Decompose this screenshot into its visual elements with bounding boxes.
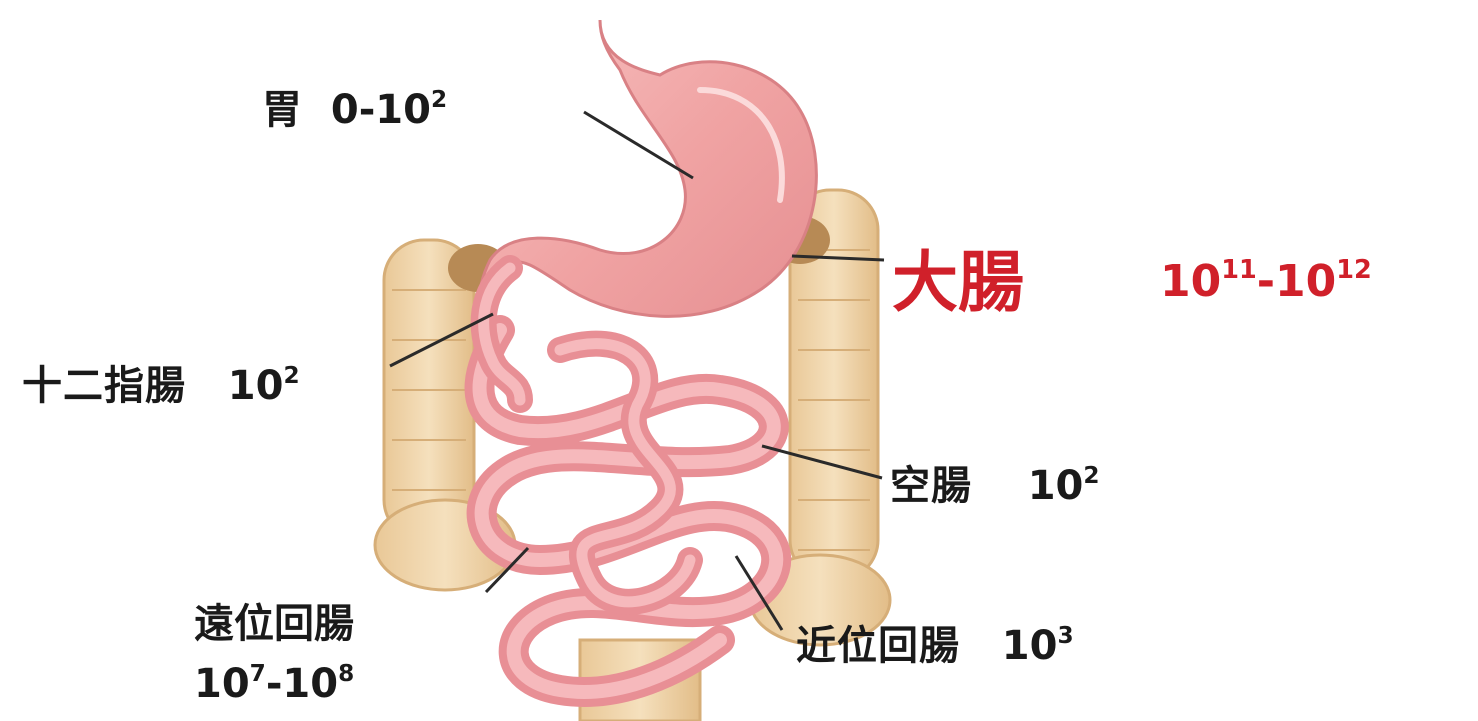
label-proximal-ileum-name: 近位回腸 bbox=[796, 623, 960, 669]
label-stomach-value: 0-102 bbox=[331, 87, 447, 133]
label-proximal-ileum-value: 103 bbox=[1002, 623, 1074, 669]
label-large-intestine-name: 大腸 bbox=[892, 250, 1024, 316]
label-jejunum-value: 102 bbox=[1028, 463, 1100, 509]
label-duodenum-name: 十二指腸 bbox=[22, 363, 186, 409]
label-distal-ileum-name: 遠位回腸 bbox=[194, 604, 354, 644]
label-large-intestine-value: 1011-1012 bbox=[1160, 260, 1372, 304]
stomach-shape bbox=[478, 20, 816, 400]
label-duodenum: 十二指腸 102 bbox=[22, 366, 300, 406]
label-jejunum-name: 空腸 bbox=[890, 463, 972, 509]
label-distal-ileum-value: 107-108 bbox=[194, 664, 354, 704]
label-duodenum-value: 102 bbox=[228, 363, 300, 409]
label-stomach-name: 胃 bbox=[262, 87, 303, 133]
label-stomach: 胃 0-102 bbox=[262, 90, 447, 130]
label-proximal-ileum: 近位回腸 103 bbox=[796, 626, 1074, 666]
label-jejunum: 空腸 102 bbox=[890, 466, 1100, 506]
